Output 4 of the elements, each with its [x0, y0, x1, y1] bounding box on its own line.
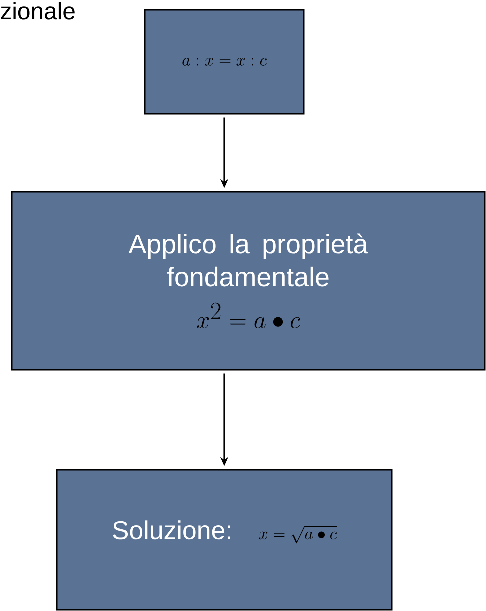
process-box: $a:x=x:c$ [144, 9, 305, 115]
process-box: Applico la proprietà fondamentale $x^2=a\bullet c$ [11, 191, 486, 371]
title: zionale [1, 2, 75, 20]
process-box: Soluzione: $x=\sqrt{a\bullet c}$ [56, 469, 393, 611]
